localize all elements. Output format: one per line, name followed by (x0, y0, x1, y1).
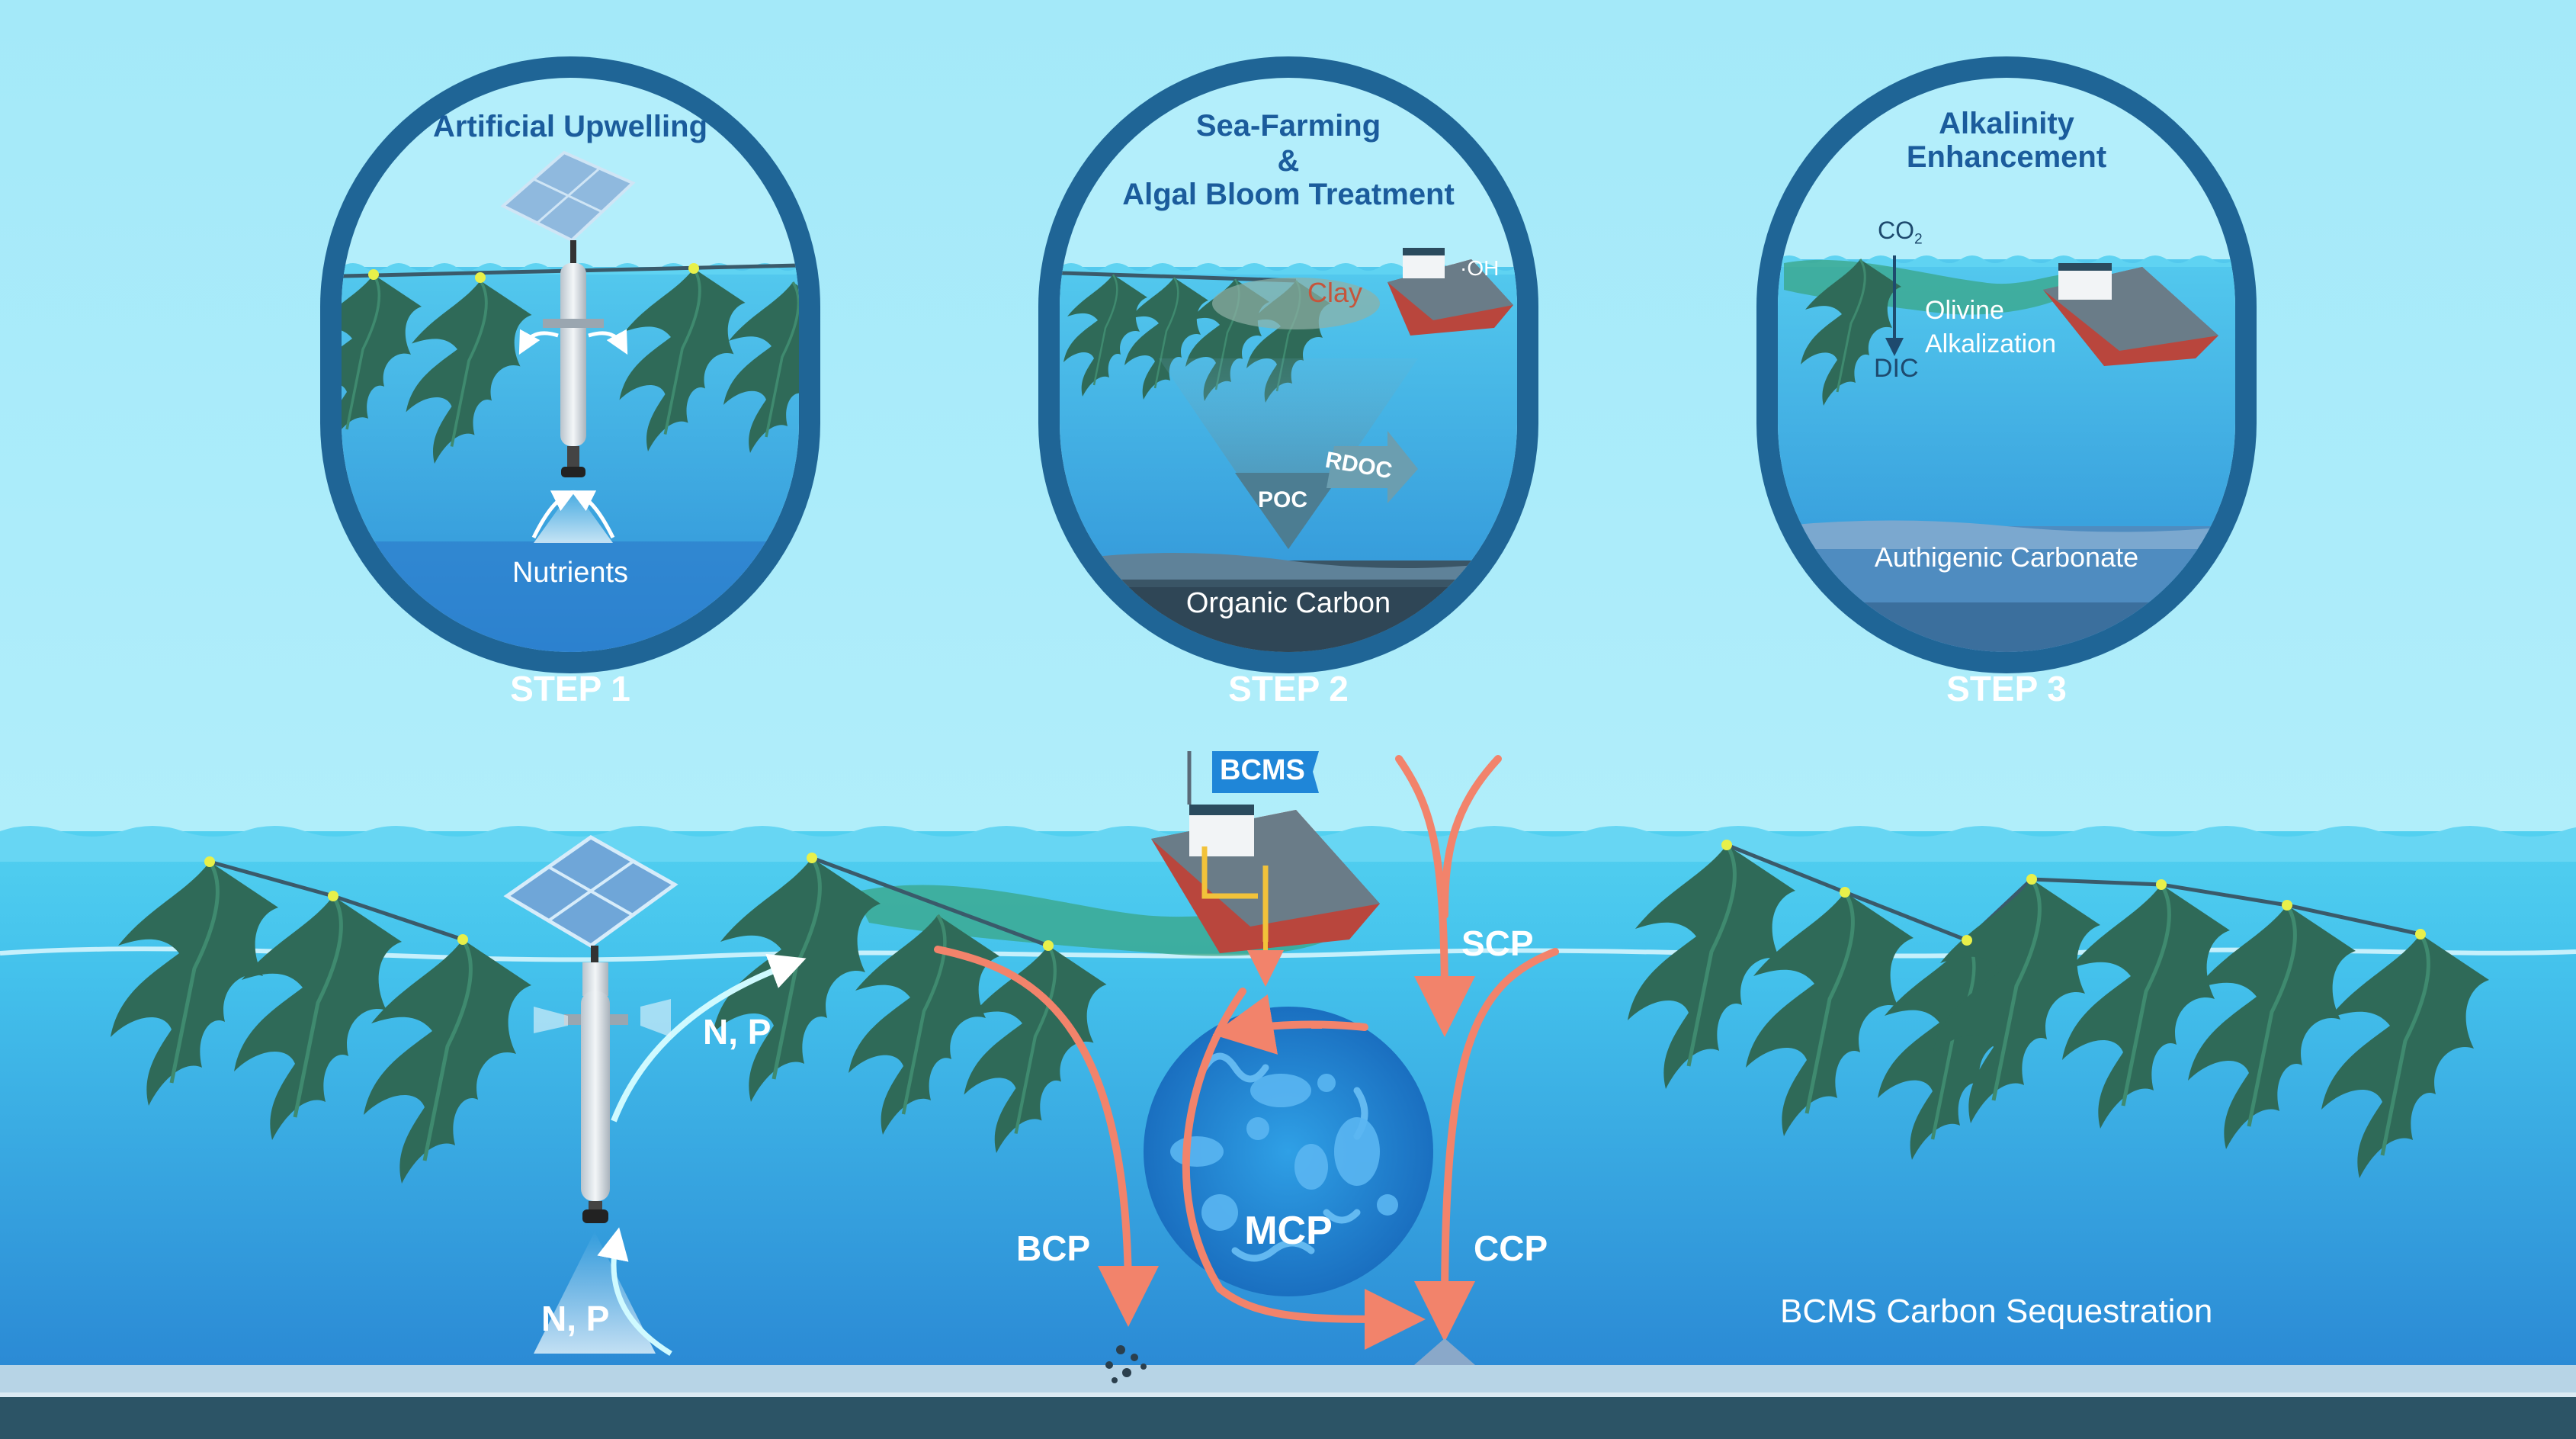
panel-title-sea-farming-line1: Sea-Farming (1195, 109, 1381, 143)
label-np-upper: N, P (703, 1012, 772, 1052)
panel-title-alkalinity-line2: Enhancement (1906, 140, 2107, 174)
panel-title-sea-farming-line2: & (1277, 144, 1300, 178)
label-alkalization: Alkalization (1925, 329, 2056, 358)
label-nutrients: Nutrients (512, 557, 629, 589)
carbon-pump-arrows (934, 755, 1559, 1350)
label-dic: DIC (1874, 354, 1919, 383)
step-label-1: STEP 1 (510, 669, 630, 708)
label-authigenic-carbonate: Authigenic Carbonate (1874, 541, 2139, 573)
flag-label-bcms: BCMS (1220, 754, 1305, 786)
label-poc: POC (1258, 487, 1308, 512)
bcms-boat-icon (1151, 751, 1380, 987)
panel-alkalinity (1756, 56, 2257, 673)
label-hydroxyl: ·OH (1460, 256, 1500, 280)
panel-sea-farming (1038, 56, 1538, 673)
boat-icon-2 (2043, 263, 2218, 366)
label-co2-base: CO (1878, 217, 1914, 244)
main-upwelling-device-icon (503, 835, 678, 1223)
label-mcp: MCP (1244, 1209, 1333, 1253)
boat-icon (1387, 248, 1513, 336)
label-olivine: Olivine (1925, 296, 2004, 325)
panel-title-sea-farming-line3: Algal Bloom Treatment (1122, 178, 1455, 211)
step-label-3: STEP 3 (1946, 669, 2067, 708)
caption-bcms-carbon-sequestration: BCMS Carbon Sequestration (1780, 1293, 2213, 1330)
label-scp: SCP (1461, 923, 1534, 963)
panel-title-artificial-upwelling: Artificial Upwelling (432, 110, 708, 143)
upwelling-device-icon (500, 150, 636, 477)
label-bcp: BCP (1016, 1229, 1091, 1268)
label-np-lower: N, P (541, 1299, 610, 1338)
deposit-particles (1105, 1345, 1147, 1383)
label-co2-subscript: 2 (1914, 231, 1923, 248)
step-label-2: STEP 2 (1228, 669, 1349, 708)
label-co2: CO2 (1878, 218, 1923, 247)
label-clay: Clay (1307, 277, 1363, 308)
panel-title-alkalinity-line1: Alkalinity (1939, 107, 2074, 140)
bcms-flag (1212, 751, 1319, 793)
label-organic-carbon: Organic Carbon (1185, 587, 1391, 619)
label-ccp: CCP (1474, 1229, 1548, 1268)
